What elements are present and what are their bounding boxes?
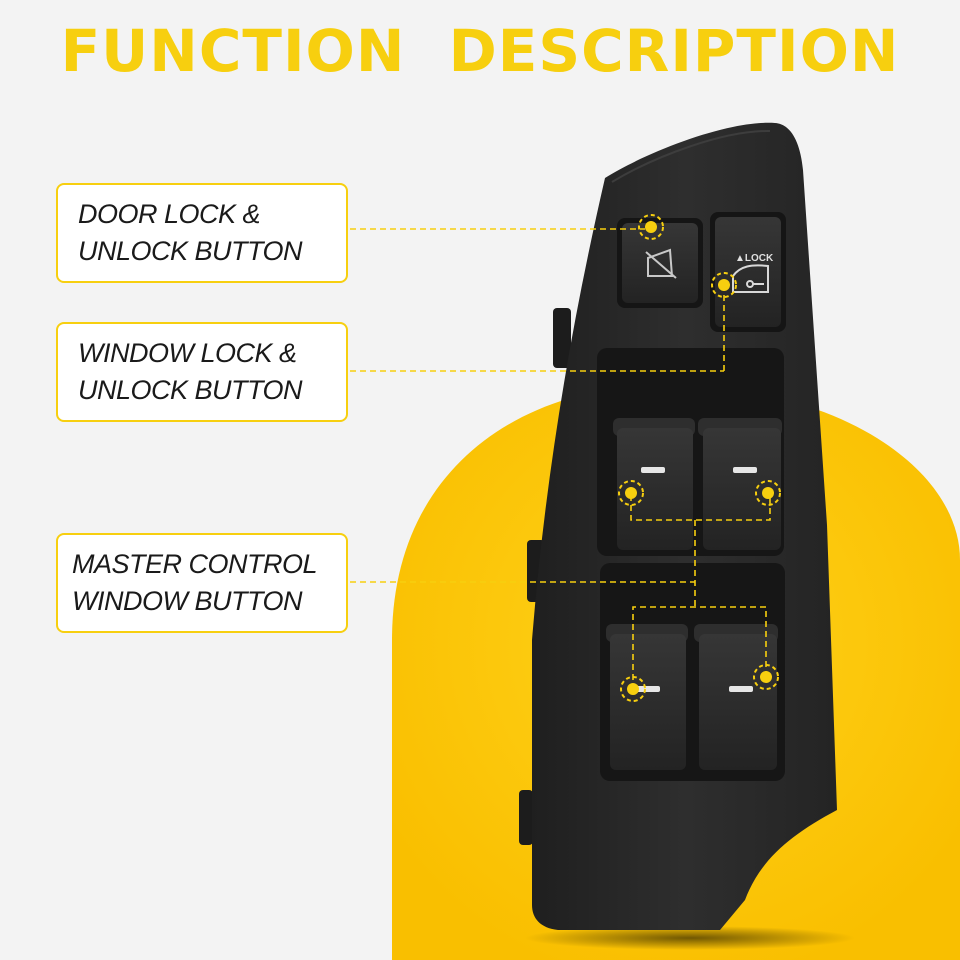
callout-master-control: MASTER CONTROL WINDOW BUTTON: [56, 533, 348, 633]
window-switch-icon: [636, 686, 660, 692]
callout-line: DOOR LOCK &: [78, 199, 261, 229]
window-switch-icon: [729, 686, 753, 692]
callout-line: WINDOW LOCK &: [78, 338, 297, 368]
callout-door-lock: DOOR LOCK & UNLOCK BUTTON: [56, 183, 348, 283]
marker-switch-rear-right: [753, 664, 779, 690]
marker-switch-front-right: [755, 480, 781, 506]
window-switch-icon: [641, 467, 665, 473]
window-switch-rear-right[interactable]: [694, 624, 778, 770]
window-switch-rear-left[interactable]: [606, 624, 688, 770]
callout-line: WINDOW BUTTON: [72, 586, 302, 616]
panel-highlight: [611, 129, 771, 183]
marker-window-lock: [711, 272, 737, 298]
callout-line: UNLOCK BUTTON: [78, 375, 303, 405]
callout-line: MASTER CONTROL: [72, 549, 318, 579]
window-switch-front-right[interactable]: [698, 418, 782, 550]
window-switch-front-left[interactable]: [613, 418, 695, 550]
page-title: FUNCTION DESCRIPTION: [60, 17, 900, 85]
window-switch-icon: [733, 467, 757, 473]
leader-lines: [350, 228, 771, 690]
callout-markers: [618, 214, 781, 702]
marker-switch-front-left: [618, 480, 644, 506]
door-lock-icon: [732, 264, 769, 293]
callout-line: UNLOCK BUTTON: [78, 236, 303, 266]
panel-shadow: [525, 926, 855, 950]
door-lock-button-face[interactable]: [715, 217, 781, 327]
window-lock-icon: [645, 248, 677, 279]
side-tab-bottom: [519, 790, 533, 845]
door-lock-label: ▲LOCK: [735, 253, 774, 264]
marker-switch-rear-left: [620, 676, 646, 702]
callout-window-lock: WINDOW LOCK & UNLOCK BUTTON: [56, 322, 348, 422]
side-tab-top: [553, 308, 571, 368]
marker-door-lock: [638, 214, 664, 240]
